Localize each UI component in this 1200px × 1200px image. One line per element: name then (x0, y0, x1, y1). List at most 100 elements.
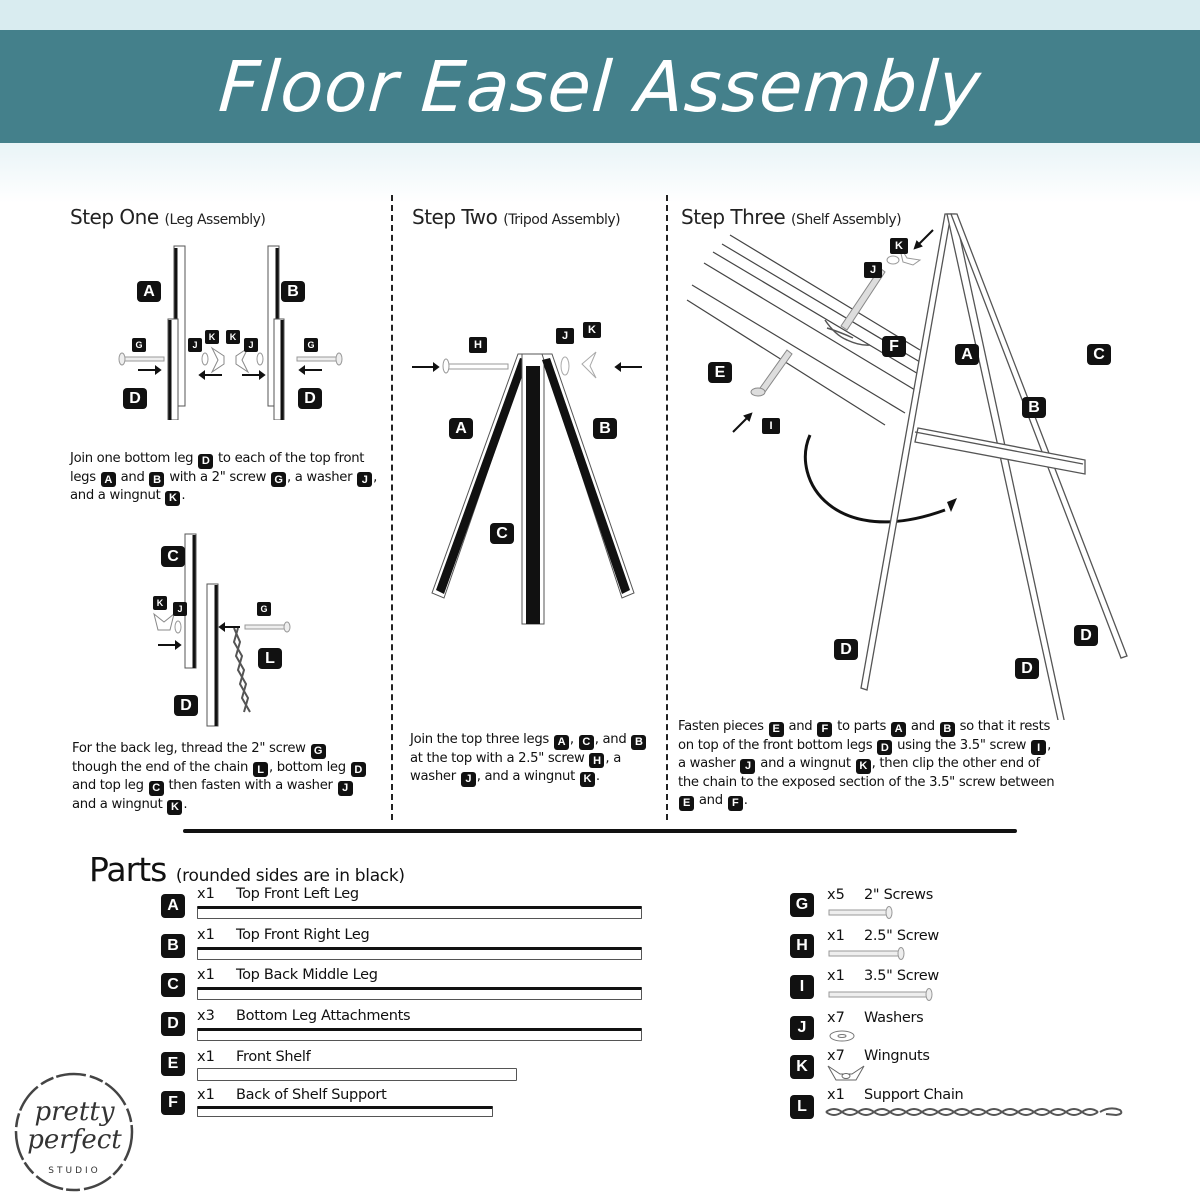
part-qty: x1 (827, 1087, 845, 1103)
inline-tag-d: D (350, 762, 366, 778)
part-tag-d: D (161, 1012, 185, 1036)
parts-heading: Parts (89, 850, 167, 889)
label-tag-a: A (137, 281, 161, 302)
logo-text-perfect: perfect (27, 1125, 122, 1155)
instruction-text: , (1047, 737, 1051, 753)
leg-c-bar (197, 987, 642, 1000)
logo-text-pretty: pretty (34, 1097, 115, 1127)
step-three-title: Step Three (Shelf Assembly) (681, 205, 902, 229)
label-tag-c: C (1087, 344, 1111, 365)
screw-icon (244, 621, 291, 633)
part-qty: x1 (197, 886, 215, 902)
step-one-subtitle: (Leg Assembly) (164, 212, 266, 228)
arrow-head-icon (947, 498, 957, 512)
easel-illustration (860, 213, 1128, 720)
label-tag-k: K (153, 596, 167, 610)
label-tag-a: A (955, 344, 979, 365)
wingnut-icon (827, 1065, 865, 1081)
arrow-icon (412, 362, 642, 372)
screw-icon (750, 267, 886, 397)
part-name: 2" Screws (864, 887, 933, 903)
chain-icon (232, 627, 251, 713)
washer-icon (886, 255, 900, 265)
part-name: Back of Shelf Support (236, 1087, 387, 1103)
logo-text-studio: STUDIO (48, 1166, 101, 1176)
parts-subtitle: (rounded sides are in black) (175, 866, 405, 886)
label-tag-k: K (205, 330, 219, 344)
label-tag-k: K (890, 238, 908, 254)
front-shelf-bar (197, 1068, 517, 1081)
label-tag-d: D (1015, 658, 1039, 679)
part-qty: x1 (197, 1087, 215, 1103)
instruction-text: to parts (833, 719, 890, 734)
label-tag-d: D (123, 388, 147, 409)
chain-icon (824, 319, 871, 346)
leg-a-bar (197, 906, 642, 919)
inline-tag-e: E (768, 721, 784, 737)
instruction-text: the chain to the exposed section of the … (678, 774, 1055, 790)
inline-tag-j: J (357, 472, 373, 488)
instruction-text: , and (594, 732, 631, 747)
leg-d-illustration (206, 583, 219, 727)
label-tag-d: D (1074, 625, 1098, 646)
washer-icon (560, 356, 570, 376)
part-qty: x7 (827, 1048, 845, 1064)
label-tag-b: B (1022, 397, 1046, 418)
part-name: Top Front Left Leg (236, 886, 359, 902)
part-tag-k: K (790, 1055, 814, 1079)
instruction-text: and top leg (72, 778, 148, 794)
instruction-text: . (183, 796, 188, 812)
label-tag-j: J (244, 338, 258, 352)
inline-tag-k: K (579, 771, 595, 787)
arrow-icon (732, 229, 934, 433)
leg-b-bar (197, 947, 642, 960)
section-divider (183, 829, 1017, 833)
part-qty: x1 (827, 968, 845, 984)
label-tag-j: J (864, 262, 882, 278)
title-banner: Floor Easel Assembly (0, 30, 1200, 143)
instruction-text: and (784, 719, 817, 734)
inline-tag-a: A (553, 734, 569, 750)
back-leg-diagram (153, 533, 291, 727)
inline-tag-k: K (165, 490, 181, 506)
inline-tag-b: B (631, 734, 647, 750)
inline-tag-c: C (148, 780, 164, 796)
part-tag-h: H (790, 934, 814, 958)
instruction-text: For the back leg, thread the 2" screw (72, 741, 310, 756)
instruction-text: . (743, 793, 748, 809)
leg-d-left-illustration (167, 318, 179, 420)
label-tag-f: F (882, 336, 906, 357)
part-tag-a: A (161, 894, 185, 918)
label-tag-d: D (834, 639, 858, 660)
washer-icon (174, 620, 182, 634)
instruction-text: and a wingnut (756, 756, 855, 772)
instruction-text: and (116, 469, 149, 485)
part-tag-c: C (161, 973, 185, 997)
instruction-text: to each of the top front (214, 451, 365, 466)
inline-tag-a: A (100, 472, 116, 488)
instruction-text: , and a wingnut (476, 769, 579, 785)
part-name: Front Shelf (236, 1049, 311, 1065)
parts-title: Parts (rounded sides are in black) (89, 850, 405, 889)
shelf-support-bar (197, 1106, 493, 1117)
instruction-text: , a (605, 750, 621, 766)
instruction-text: Join one bottom leg (70, 451, 198, 466)
step-two-instructions: Join the top three legs A, C, and B at t… (410, 731, 665, 787)
inline-tag-i: I (1031, 740, 1047, 756)
part-name: Bottom Leg Attachments (236, 1008, 411, 1024)
label-tag-j: J (188, 338, 202, 352)
label-tag-d: D (298, 388, 322, 409)
step-one-instructions-1: Join one bottom leg D to each of the top… (70, 450, 390, 506)
support-chain-icon (825, 1107, 1123, 1117)
part-name: 2.5" Screw (864, 928, 939, 944)
screw-3-5in-icon (828, 988, 933, 1001)
step-two-subtitle: (Tripod Assembly) (503, 212, 621, 228)
inline-tag-l: L (253, 762, 268, 778)
banner-fade (0, 143, 1200, 203)
label-tag-c: C (161, 546, 185, 567)
inline-tag-g: G (310, 743, 326, 759)
inline-tag-k: K (855, 758, 871, 774)
part-name: Top Front Right Leg (236, 927, 370, 943)
instruction-text: on top of the front bottom legs (678, 737, 877, 753)
tripod-diagram (412, 351, 642, 625)
